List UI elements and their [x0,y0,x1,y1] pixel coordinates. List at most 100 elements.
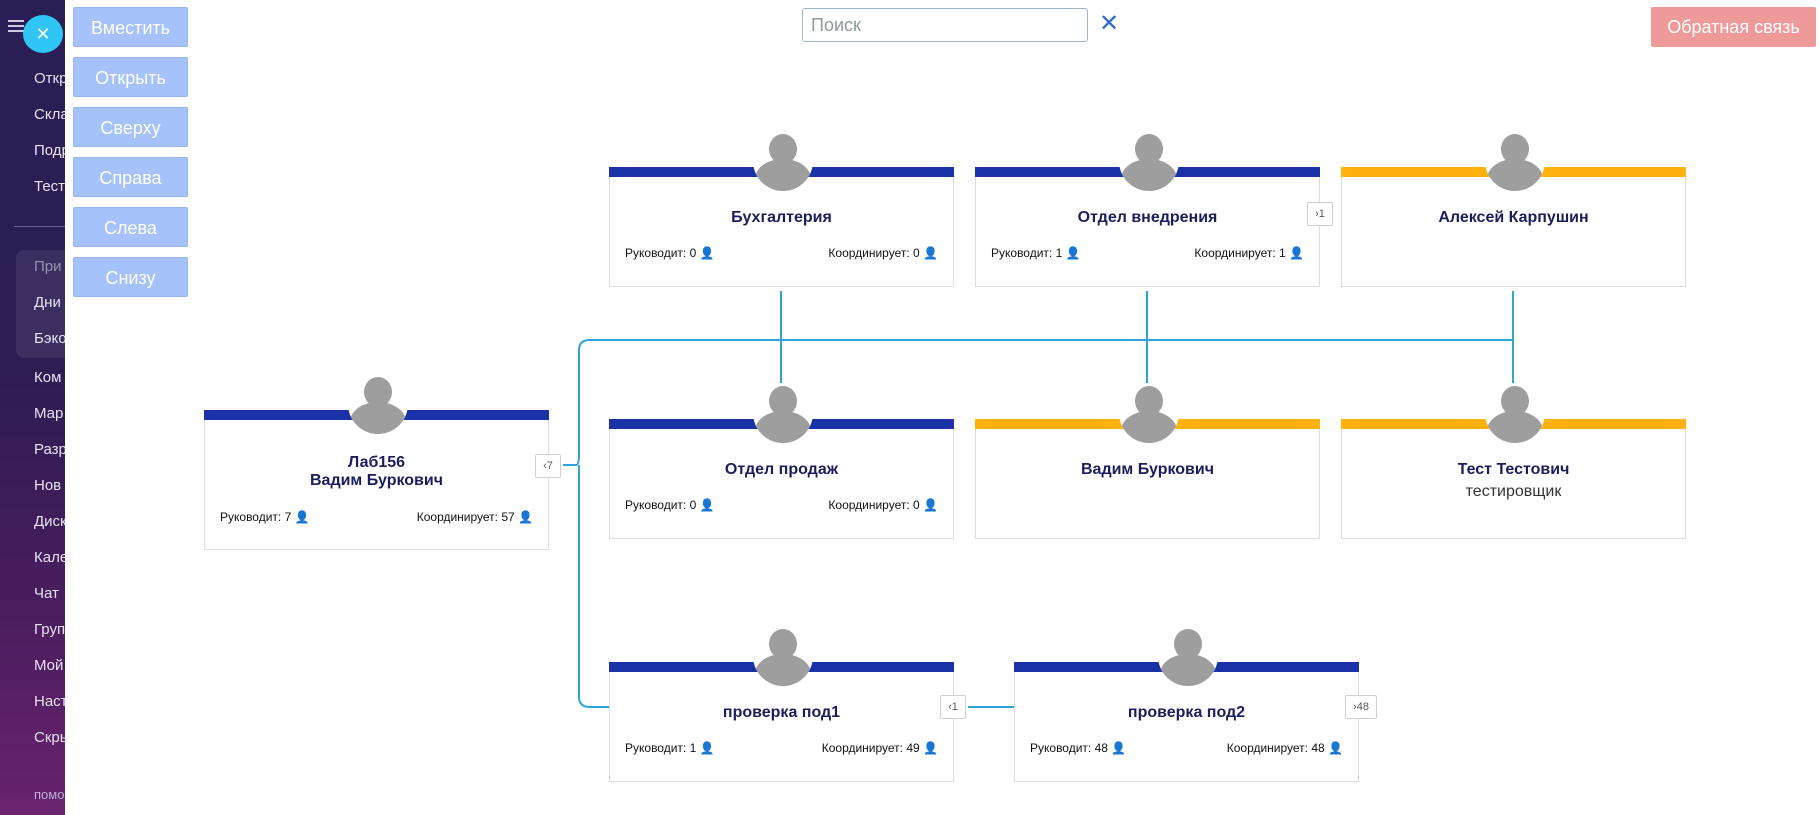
sidebar-item[interactable]: Ком [34,369,62,386]
sidebar-item[interactable]: Откр [34,70,68,87]
top-button[interactable]: Сверху [73,107,188,147]
person-icon: 👤 [1065,246,1081,260]
badge-count: 1 [951,701,958,713]
sidebar-item[interactable]: Тест [34,178,66,195]
search-input[interactable] [802,8,1088,42]
coordinates-count: Координирует: 0 [828,498,920,512]
card-stats: Руководит: 7 👤 Координирует: 57 👤 [220,510,533,524]
org-card-proverka-pod1[interactable]: проверка под1 Руководит: 1 👤 Координируе… [609,626,954,782]
person-icon: 👤 [923,741,938,755]
sidebar-item[interactable]: Скры [34,729,71,746]
person-icon: 👤 [699,246,715,260]
avatar-icon [1119,383,1179,443]
org-card-otdel-vnedreniya[interactable]: Отдел внедрения Руководит: 1 👤 Координир… [975,131,1320,287]
sidebar-item[interactable]: Мой [34,657,64,674]
badge-count: 1 [1318,208,1325,220]
coordinates-count: Координирует: 49 [821,741,920,755]
badge-count: 7 [546,460,553,472]
org-card-test-testovich[interactable]: Тест Тестович тестировщик [1341,383,1686,539]
coordinates-count: Координирует: 1 [1194,246,1286,260]
avatar-icon [1158,626,1218,686]
clear-search-icon[interactable]: ✕ [1098,10,1120,37]
org-card-buhgalteriya[interactable]: Бухгалтерия Руководит: 0 👤 Координирует:… [609,131,954,287]
person-icon: 👤 [1328,741,1343,755]
expand-badge[interactable]: ›48 [1345,695,1377,719]
org-card-lab156[interactable]: Лаб156 Вадим Буркович Руководит: 7 👤 Коо… [204,374,549,550]
sidebar-item[interactable]: Подр [34,142,70,159]
bottom-button[interactable]: Снизу [73,257,188,297]
right-button[interactable]: Справа [73,157,188,197]
coordinates-count: Координирует: 0 [828,246,920,260]
card-stats: Руководит: 1 👤 Координирует: 49 👤 [625,741,938,755]
chevron-right-icon: › [1353,701,1357,713]
person-icon: 👤 [699,498,715,512]
sidebar-item[interactable]: Нов [34,477,62,494]
person-icon: 👤 [923,498,938,512]
leads-count: Руководит: 1 [991,246,1063,260]
chevron-right-icon: › [1315,208,1319,220]
sidebar-item[interactable]: Разр [34,441,67,458]
org-card-aleksey-karpushin[interactable]: Алексей Карпушин [1341,131,1686,287]
left-button[interactable]: Слева [73,207,188,247]
sidebar-item[interactable]: Дни [34,294,61,311]
sidebar-item[interactable]: Наст [34,693,68,710]
card-title: Отдел внедрения [1077,209,1218,226]
chevron-left-icon: ‹ [948,701,952,713]
avatar-icon [348,374,408,434]
sidebar-item[interactable]: Мар [34,405,64,422]
leads-count: Руководит: 48 [1030,741,1108,755]
leads-count: Руководит: 1 [625,741,697,755]
person-icon: 👤 [923,246,938,260]
card-stats: Руководит: 0 👤 Координирует: 0 👤 [625,246,938,260]
sidebar-item[interactable]: Кале [34,549,69,566]
coordinates-count: Координирует: 57 [416,510,515,524]
org-card-vadim-burkovich[interactable]: Вадим Буркович [975,383,1320,539]
chevron-left-icon: ‹ [543,460,547,472]
card-title: Вадим Буркович [1080,461,1214,478]
coordinates-count: Координирует: 48 [1226,741,1325,755]
sidebar-item[interactable]: Диск [34,513,67,530]
expand-badge[interactable]: ‹7 [535,454,561,478]
card-position: тестировщик [1465,483,1562,500]
sidebar-item[interactable]: При [34,258,62,275]
org-card-otdel-prodazh[interactable]: Отдел продаж Руководит: 0 👤 Координирует… [609,383,954,539]
sidebar-footer: помо [34,787,65,802]
menu-icon[interactable] [8,20,24,32]
card-title: Лаб156 [347,454,406,471]
sidebar-item[interactable]: Груп [34,621,66,638]
close-icon[interactable]: ✕ [23,15,63,53]
leads-count: Руководит: 0 [625,246,697,260]
avatar-icon [753,626,813,686]
sidebar-item[interactable]: Чат [34,585,59,602]
card-title: Алексей Карпушин [1438,209,1589,226]
avatar-icon [1119,131,1179,191]
person-icon: 👤 [1111,741,1127,755]
badge-count: 48 [1356,701,1369,713]
avatar-icon [1485,383,1545,443]
card-head-name: Вадим Буркович [309,472,443,489]
sidebar-divider [14,226,74,227]
sidebar-item[interactable]: Скла [34,106,69,123]
card-stats: Руководит: 1 👤 Координирует: 1 👤 [991,246,1304,260]
view-controls: Вместить Открыть Сверху Справа Слева Сни… [73,7,188,307]
org-card-proverka-pod2[interactable]: проверка под2 Руководит: 48 👤 Координиру… [1014,626,1359,782]
card-title: Отдел продаж [724,461,839,478]
open-button[interactable]: Открыть [73,57,188,97]
avatar-icon [753,131,813,191]
card-title: проверка под2 [1127,704,1246,721]
fit-button[interactable]: Вместить [73,7,188,47]
card-title: Тест Тестович [1457,461,1570,478]
feedback-button[interactable]: Обратная связь [1651,7,1816,47]
avatar-icon [753,383,813,443]
leads-count: Руководит: 0 [625,498,697,512]
card-stats: Руководит: 0 👤 Координирует: 0 👤 [625,498,938,512]
person-icon: 👤 [294,510,310,524]
card-title: проверка под1 [722,704,841,721]
expand-badge[interactable]: ‹1 [940,695,966,719]
person-icon: 👤 [518,510,533,524]
person-icon: 👤 [1289,246,1304,260]
sidebar-item[interactable]: Бэко [34,330,67,347]
avatar-icon [1485,131,1545,191]
leads-count: Руководит: 7 [220,510,292,524]
expand-badge[interactable]: ›1 [1307,202,1333,226]
